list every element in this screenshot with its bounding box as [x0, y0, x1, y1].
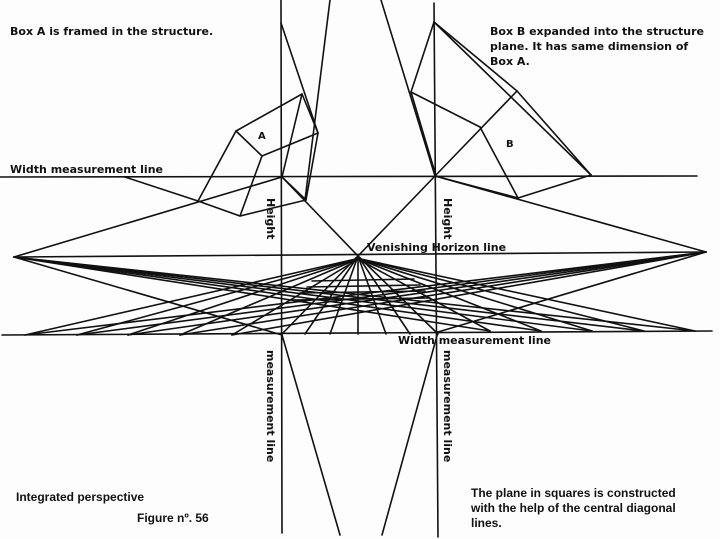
box-b-edge — [434, 90, 518, 177]
box-a-construction — [281, 93, 303, 178]
grid-line-left — [24, 257, 361, 336]
plane-note-line3: lines. — [471, 516, 502, 530]
grid-line-right — [355, 257, 645, 332]
box-b-edge — [516, 90, 592, 176]
grid-line-right — [355, 257, 491, 332]
height-line-left — [280, 0, 283, 534]
box-b-edge — [517, 174, 592, 199]
box-b-note-line3: Box A. — [490, 55, 530, 68]
box-a-construction — [281, 176, 307, 201]
box-b-edge — [433, 21, 592, 176]
box-b-note-line2: plane. It has same dimension of — [490, 40, 689, 53]
box-a-edge — [239, 155, 263, 217]
center-ray — [281, 255, 359, 335]
grid-diag-right — [13, 256, 542, 332]
center-ray — [357, 255, 387, 335]
grid-transversal — [291, 297, 431, 301]
box-a-label: A — [258, 131, 266, 142]
measurement-label-left: measurement line — [264, 350, 277, 463]
box-a-note: Box A is framed in the structure. — [10, 25, 214, 38]
box-b-edge — [479, 126, 519, 199]
horizon-line-label: Venishing Horizon line — [367, 241, 507, 254]
box-b-label: B — [506, 139, 514, 150]
vp-left-ray-upper — [13, 176, 283, 258]
box-b-edge — [410, 21, 435, 93]
vp-right-ray-lower — [437, 251, 707, 333]
grid-diag-left — [76, 251, 707, 336]
diagonal-right-upper — [357, 175, 436, 257]
top-right-diagonal — [380, 0, 436, 177]
width-measurement-label-bottom: Width measurement line — [398, 334, 551, 347]
box-b-note-line1: Box B expanded into the structure — [490, 25, 704, 38]
grid-diag-left — [179, 251, 707, 336]
box-a-edge — [235, 130, 263, 157]
box-b-edge — [410, 91, 481, 128]
plane-note-line1: The plane in squares is constructed — [471, 486, 676, 500]
width-measurement-line-bottom — [1, 330, 713, 336]
grid-diag-left — [127, 251, 707, 336]
grid-diag-right — [13, 256, 593, 332]
height-line-right — [433, 2, 439, 538]
height-label-left: Height — [264, 198, 277, 240]
grid-line-left — [127, 257, 361, 336]
grid-line-right — [355, 257, 542, 332]
width-measurement-line-top — [0, 175, 698, 178]
caption-title: Integrated perspective — [16, 490, 145, 504]
grid-line-right — [355, 257, 593, 332]
bottom-left-diagonal — [281, 334, 341, 536]
height-label-right: Height — [441, 198, 454, 240]
box-b-edge — [434, 175, 519, 199]
grid-diag-right — [13, 256, 491, 332]
plane-note-line2: with the help of the central diagonal — [471, 501, 676, 515]
grid-line-right — [355, 257, 696, 332]
box-a-outline — [197, 92, 319, 217]
top-left-diagonal — [304, 0, 331, 201]
caption-figure: Figure nº. 56 — [137, 511, 209, 525]
grid-diag-right — [13, 256, 696, 332]
box-b-edge — [433, 21, 518, 92]
grid-diag-right — [13, 256, 645, 332]
width-measurement-label-top: Width measurement line — [10, 163, 163, 176]
box-a-construction — [280, 22, 319, 134]
grid-transversal — [299, 290, 426, 294]
box-b-edge — [410, 91, 437, 177]
grid-diag-left — [24, 251, 707, 336]
measurement-label-right: measurement line — [441, 350, 454, 463]
box-a-construction — [124, 176, 199, 202]
grid-transversal — [306, 284, 421, 288]
vp-left-ray-lower — [13, 256, 283, 336]
grid-transversal — [311, 278, 415, 282]
bottom-right-diagonal — [381, 331, 439, 536]
